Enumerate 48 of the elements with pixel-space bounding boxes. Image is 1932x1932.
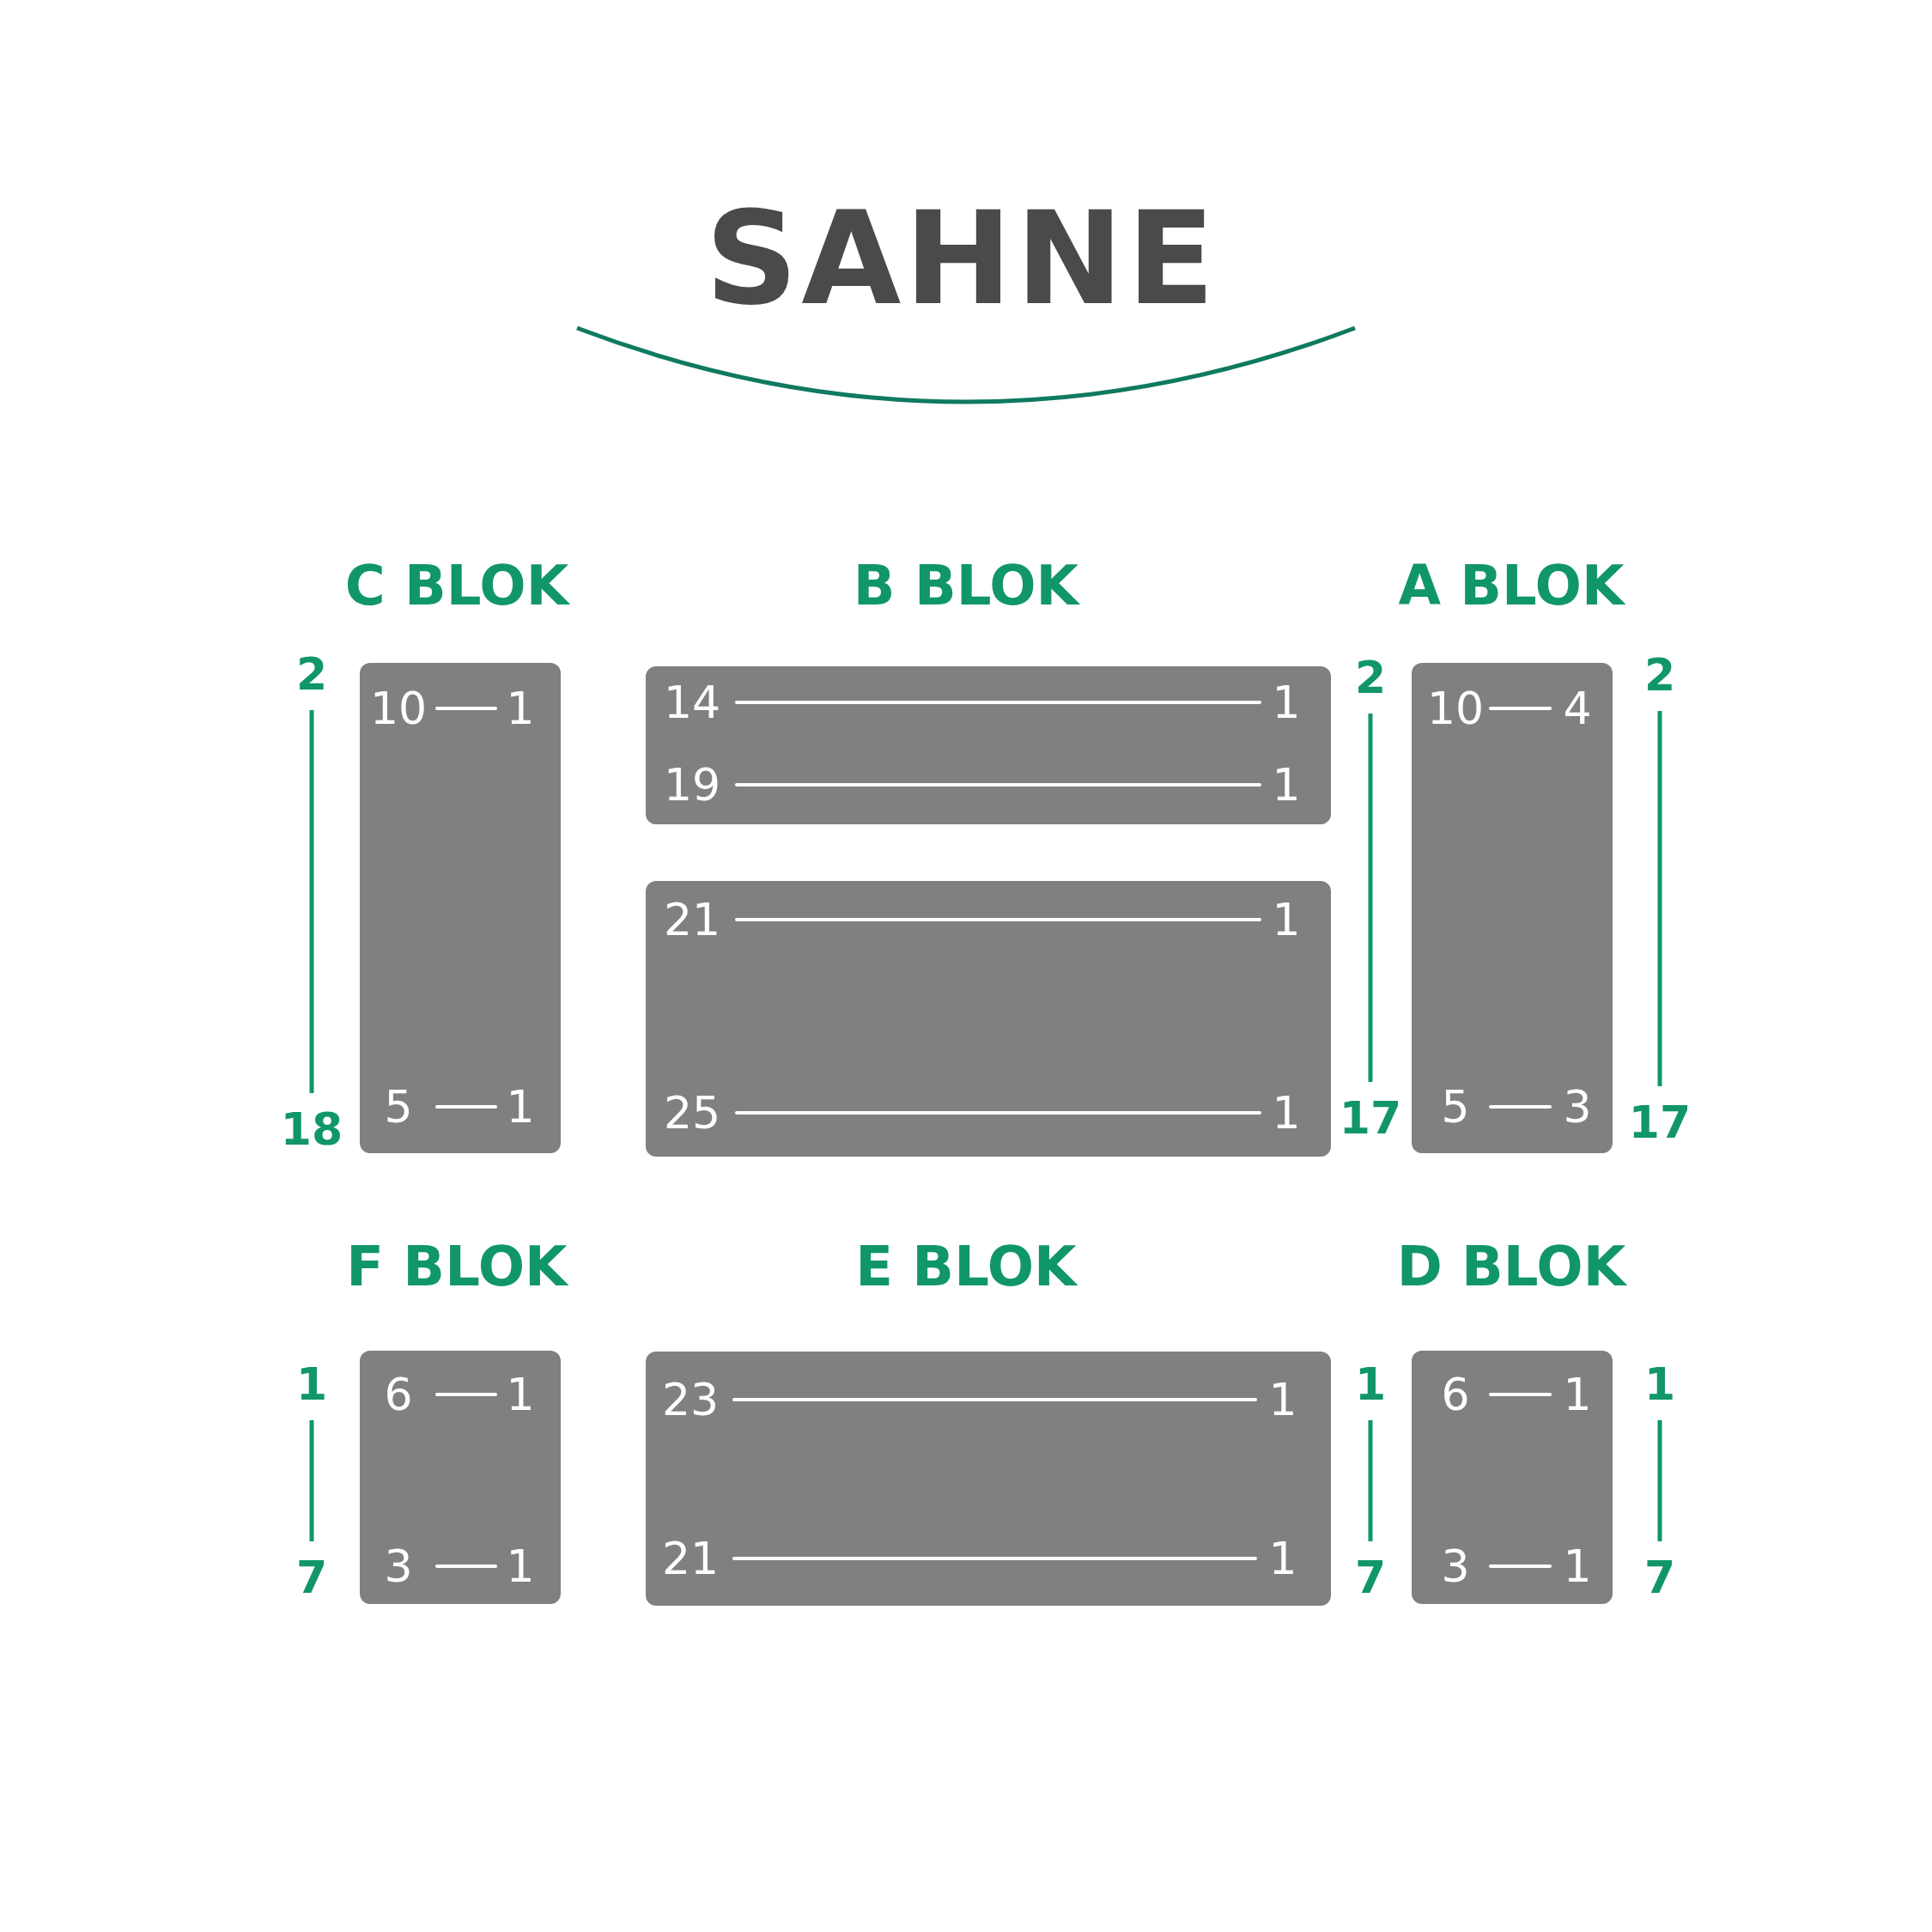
row-number: 25	[663, 1091, 721, 1135]
seat-range-number: 1	[1643, 1362, 1676, 1406]
row-number: 1	[1272, 680, 1301, 725]
row-number: 5	[1441, 1084, 1470, 1129]
block-heading: B BLOK	[853, 558, 1079, 613]
seat-range-number: 1	[295, 1362, 328, 1406]
row-number: 1	[1272, 897, 1301, 942]
seat-range-number: 2	[1354, 655, 1387, 700]
seat-range-number: 17	[1628, 1100, 1692, 1145]
row-number: 19	[663, 762, 721, 807]
row-number: 21	[663, 897, 721, 942]
row-number: 10	[1426, 686, 1485, 731]
row-number: 1	[506, 686, 535, 731]
row-number: 1	[1272, 1091, 1301, 1135]
seat-range-number: 17	[1339, 1096, 1402, 1140]
row-number: 10	[369, 686, 428, 731]
seat-range-number: 18	[280, 1107, 343, 1151]
row-number: 1	[1563, 1544, 1592, 1589]
seat-range-number: 7	[295, 1555, 328, 1600]
row-number: 3	[1563, 1084, 1592, 1129]
row-number: 1	[1272, 762, 1301, 807]
block-heading: A BLOK	[1398, 558, 1625, 613]
seating-block	[646, 881, 1331, 1157]
seat-range-number: 2	[295, 652, 328, 696]
row-number: 3	[1441, 1544, 1470, 1589]
row-number: 1	[1268, 1377, 1297, 1422]
seat-range-number: 7	[1643, 1555, 1676, 1600]
row-number: 14	[663, 680, 721, 725]
seat-range-number: 2	[1643, 653, 1676, 697]
block-heading: E BLOK	[855, 1239, 1077, 1294]
row-number: 1	[1563, 1372, 1592, 1417]
block-heading: D BLOK	[1396, 1239, 1626, 1294]
row-number: 4	[1563, 686, 1592, 731]
row-number: 6	[1441, 1372, 1470, 1417]
row-number: 23	[661, 1377, 720, 1422]
block-heading: F BLOK	[346, 1239, 568, 1294]
row-number: 3	[384, 1544, 413, 1589]
row-number: 6	[384, 1372, 413, 1417]
seat-range-number: 1	[1354, 1362, 1387, 1406]
row-number: 1	[506, 1372, 535, 1417]
row-number: 1	[506, 1544, 535, 1589]
row-number: 5	[384, 1084, 413, 1129]
block-heading: C BLOK	[344, 558, 569, 613]
seat-range-number: 7	[1354, 1555, 1387, 1600]
row-number: 1	[506, 1084, 535, 1129]
row-number: 1	[1268, 1536, 1297, 1581]
stage-title: SAHNE	[705, 194, 1218, 323]
row-number: 21	[661, 1536, 720, 1581]
